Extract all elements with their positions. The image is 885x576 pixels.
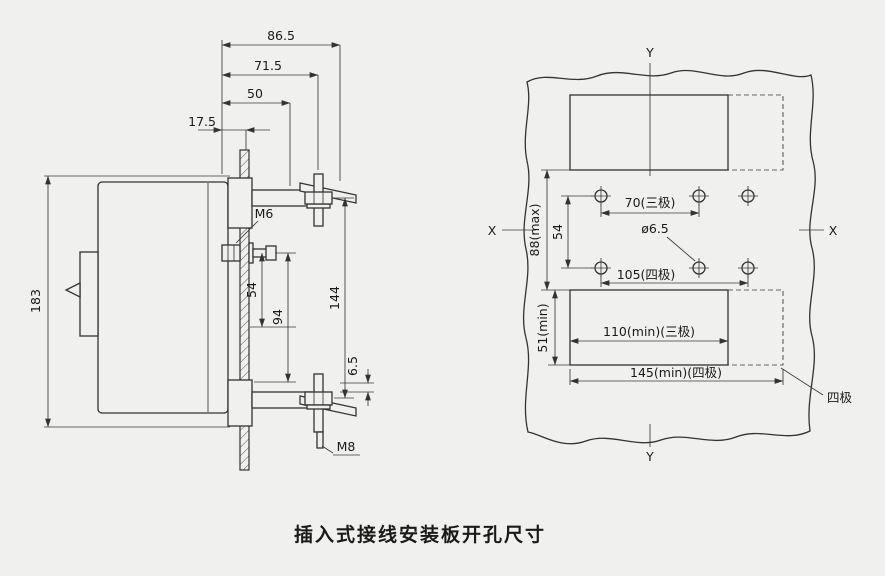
dim-94: 94 [270, 309, 285, 325]
plate-dimension-lines [544, 169, 784, 384]
dim-71-5: 71.5 [254, 58, 282, 73]
drawing-title: 插入式接线安装板开孔尺寸 [294, 523, 546, 546]
mounting-hole [689, 186, 709, 206]
breaker-body [64, 181, 229, 414]
bottom-bolt-nut [304, 391, 333, 406]
dim-183: 183 [28, 289, 43, 313]
m6-leader-line [235, 220, 259, 244]
dim-51-min: 51(min) [535, 303, 550, 352]
axis-label-y-bottom: Y [645, 449, 654, 464]
dim-54-side: 54 [244, 282, 259, 298]
label-m8: M8 [337, 439, 356, 454]
mounting-hole [738, 186, 758, 206]
mounting-hole [738, 258, 758, 278]
axis-label-y-top: Y [645, 45, 654, 60]
dim-110-min-3pole: 110(min)(三极) [603, 324, 695, 339]
mounting-hole [689, 258, 709, 278]
top-cutout-3pole [569, 94, 729, 171]
bottom-cutout-4pole-extension [728, 289, 784, 366]
top-bolt-nut [304, 191, 333, 205]
axis-lines [502, 63, 824, 447]
mounting-plate-section [239, 149, 250, 471]
label-four-pole: 四极 [827, 390, 853, 405]
top-terminal-assembly [227, 173, 357, 229]
breaker-handle-icon [64, 281, 81, 299]
plate-extension-lines [541, 169, 824, 396]
dim-145-min-4pole: 145(min)(四极) [630, 365, 722, 380]
side-dimension-lines [45, 42, 371, 456]
bottom-terminal-assembly [227, 373, 357, 449]
m6-bolt-head [221, 244, 241, 262]
mounting-plate-view: Y Y X X [488, 45, 853, 464]
top-cutout-4pole-extension [728, 94, 784, 171]
dim-105-4pole: 105(四极) [617, 267, 676, 282]
hole-diameter-label: ø6.5 [641, 221, 669, 236]
mounting-holes [591, 186, 758, 278]
label-m6: M6 [255, 206, 274, 221]
m6-bolt-assembly [221, 242, 296, 264]
axis-label-x-left: X [488, 223, 497, 238]
plate-torn-outline [522, 69, 816, 445]
dim-86-5: 86.5 [267, 28, 295, 43]
bottom-cutout-3pole [569, 289, 729, 366]
dim-54-plate: 54 [550, 224, 565, 240]
four-pole-leader-line [780, 367, 824, 396]
axis-label-x-right: X [829, 223, 838, 238]
m8-stud [316, 431, 324, 449]
side-view: 86.5 71.5 50 17.5 M6 183 54 94 144 6.5 M… [28, 28, 374, 471]
mounting-hole [591, 186, 611, 206]
m8-leader-line [321, 445, 360, 456]
dim-6-5: 6.5 [345, 356, 360, 376]
mounting-hole [591, 258, 611, 278]
hole-diameter-leader-line [666, 236, 696, 262]
dim-70-3pole: 70(三极) [625, 195, 676, 210]
breaker-front-face [79, 251, 99, 337]
dim-88-max: 88(max) [527, 204, 542, 257]
dim-50: 50 [247, 86, 263, 101]
dim-17-5: 17.5 [188, 114, 216, 129]
dim-144: 144 [327, 286, 342, 310]
